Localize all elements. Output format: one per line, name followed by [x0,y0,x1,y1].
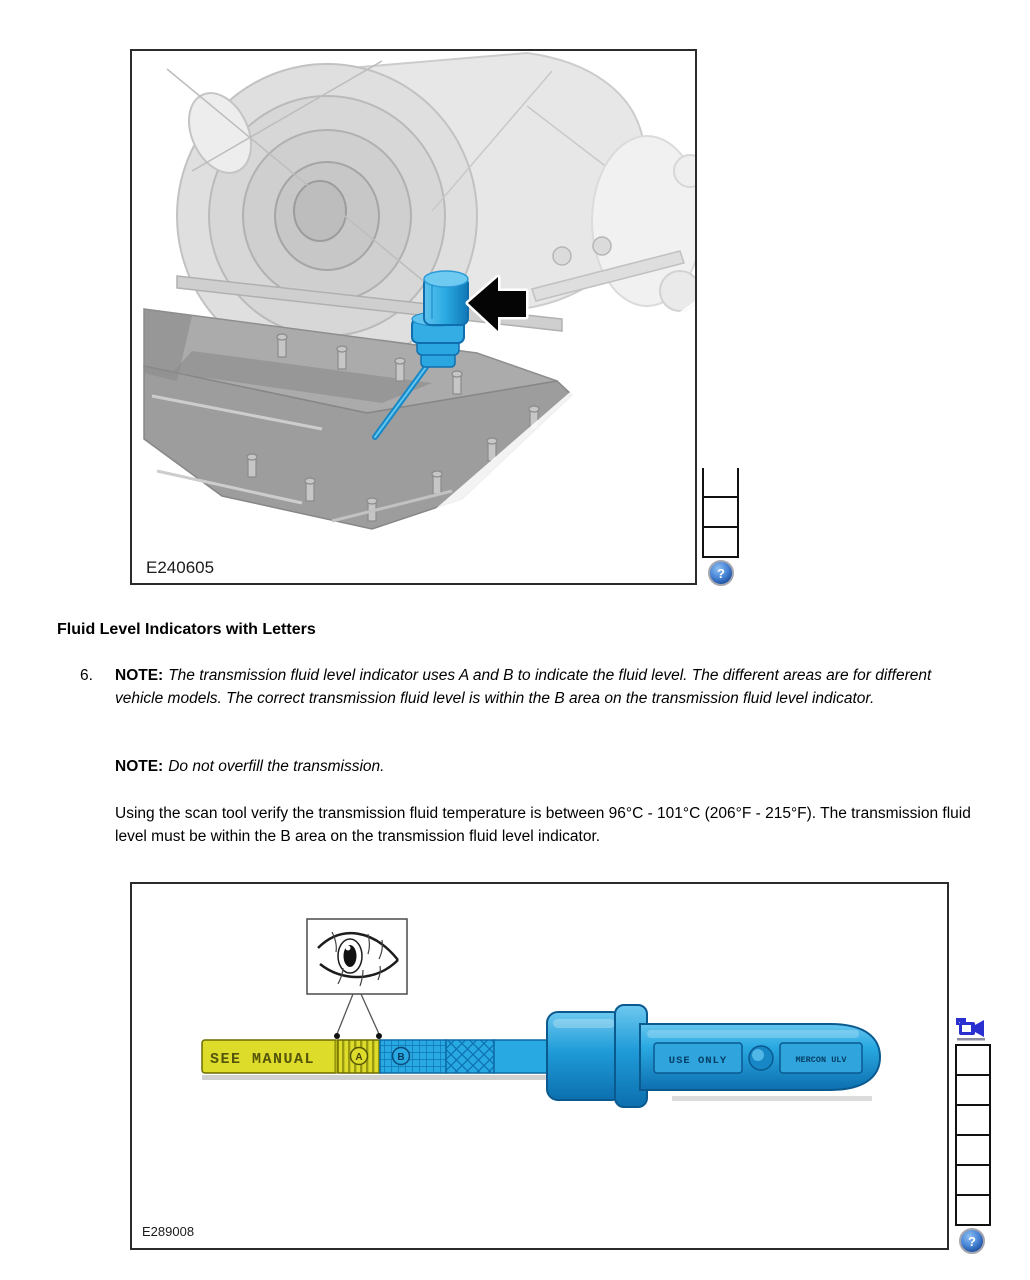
callout-cell [704,526,737,556]
help-glyph: ? [717,565,725,581]
video-camera-icon[interactable] [955,1016,987,1042]
indicator-illustration: SEE MANUAL A B USE ONLY MERCON ULV [201,918,882,1108]
callout-cell [704,468,737,496]
figure2-label: E289008 [142,1224,195,1239]
callout-table-empty [702,468,739,558]
note-text: Do not overfill the transmission. [168,758,385,775]
callout-lines [334,993,382,1039]
fluid-level-indicator-plug [372,270,469,440]
callout-arrow-icon [465,274,529,334]
callout-cell [957,1104,989,1134]
indicator-blade: SEE MANUAL A B [201,1039,557,1074]
handle-text-2: MERCON ULV [795,1055,847,1065]
callout-cell [957,1134,989,1164]
figure-transmission-indicator: E240605 [130,49,697,585]
note-text: The transmission fluid level indicator u… [115,667,932,707]
step-note-1: NOTE:The transmission fluid level indica… [115,664,973,710]
figure-level-indicator: SEE MANUAL A B USE ONLY MERCON ULV [130,882,949,1250]
handle-text-1: USE ONLY [669,1055,727,1067]
callout-cell [957,1194,989,1224]
step-instruction: Using the scan tool verify the transmiss… [115,805,971,845]
step-number: 6. [80,667,93,684]
eye-icon [306,918,408,995]
step-6: 6. NOTE:The transmission fluid level ind… [80,664,973,710]
callout-cell [957,1044,989,1074]
indicator-handle: USE ONLY MERCON ULV [546,1004,882,1108]
help-icon[interactable]: ? [708,560,734,586]
figure1-label: E240605 [146,558,215,577]
callout-cell [704,496,737,526]
step-note-2: NOTE:Do not overfill the transmission. [115,755,975,778]
note-label: NOTE: [115,758,164,775]
blade-text: SEE MANUAL [210,1051,315,1068]
callout-table-empty [955,1044,991,1226]
help-glyph: ? [968,1233,976,1249]
section-heading: Fluid Level Indicators with Letters [57,621,316,638]
callout-cell [957,1074,989,1104]
callout-cell [957,1164,989,1194]
note-label: NOTE: [115,667,164,684]
help-icon[interactable]: ? [959,1228,985,1254]
area-a-letter: A [355,1052,362,1063]
transmission-illustration [143,51,695,551]
area-b-letter: B [397,1052,404,1063]
